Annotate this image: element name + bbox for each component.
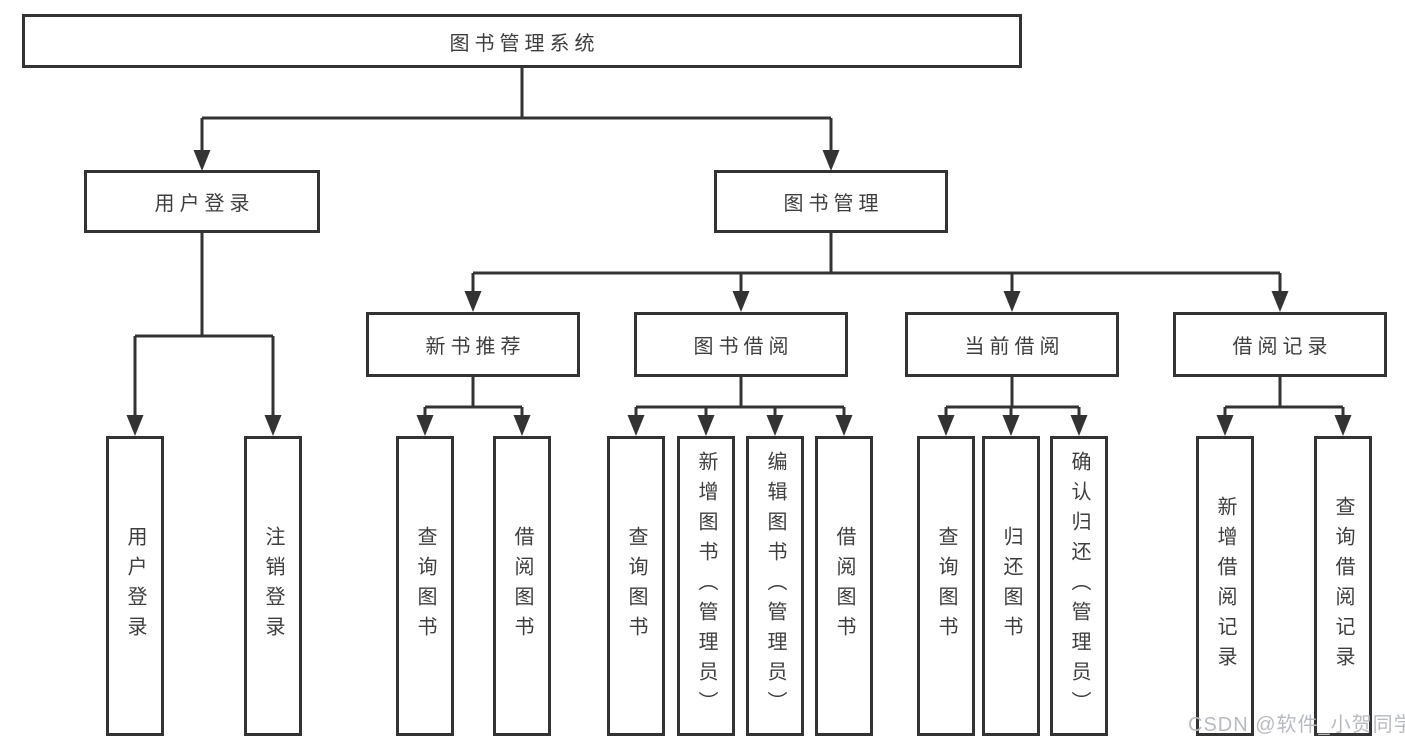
arrowhead <box>1271 291 1289 312</box>
node-label: 确认归还（管理员） <box>1068 451 1090 721</box>
node-label: 图书借阅 <box>693 336 794 358</box>
arrowhead <box>732 291 750 312</box>
arrowhead <box>822 150 840 171</box>
arrowhead <box>264 415 282 436</box>
leaf-confirm-return-admin: 确认归还（管理员） <box>1050 436 1108 736</box>
arrowhead <box>464 291 482 312</box>
arrowhead <box>1003 291 1021 312</box>
leaf-user-login: 用户登录 <box>106 436 164 736</box>
node-label: 图书管理系统 <box>449 32 600 55</box>
connector-root-to-level1 <box>200 68 833 153</box>
node-library-management-system: 图书管理系统 <box>22 14 1022 68</box>
arrowhead <box>1334 415 1352 436</box>
arrowhead <box>416 415 434 436</box>
node-label: 用户登录 <box>124 526 146 646</box>
leaf-query-book-current: 查询图书 <box>917 436 975 736</box>
connector-user-login-children <box>133 233 275 418</box>
node-label: 注销登录 <box>262 526 284 646</box>
arrowhead <box>937 415 955 436</box>
node-label: 查询图书 <box>625 526 647 646</box>
leaf-query-book-borrow: 查询图书 <box>607 436 665 736</box>
node-label: 查询图书 <box>935 526 957 646</box>
arrowhead <box>835 415 853 436</box>
node-label: 借阅图书 <box>511 526 533 646</box>
node-book-management: 图书管理 <box>714 170 948 233</box>
connector-current-borrow-children <box>944 377 1081 418</box>
leaf-query-borrow-record: 查询借阅记录 <box>1314 436 1372 736</box>
node-label: 查询图书 <box>414 526 436 646</box>
node-label: 图书管理 <box>783 193 884 215</box>
node-label: 当前借阅 <box>964 336 1065 358</box>
arrowhead <box>1070 415 1088 436</box>
node-user-login: 用户登录 <box>84 170 320 233</box>
node-label: 编辑图书（管理员） <box>764 451 786 721</box>
leaf-borrow-book: 借阅图书 <box>815 436 873 736</box>
arrowhead <box>1216 415 1234 436</box>
arrowhead <box>1002 415 1020 436</box>
node-label: 归还图书 <box>1000 526 1022 646</box>
node-book-borrow: 图书借阅 <box>634 312 848 377</box>
leaf-add-book-admin: 新增图书（管理员） <box>677 436 735 736</box>
arrowhead <box>697 415 715 436</box>
arrowheads <box>126 150 1352 436</box>
arrowhead <box>766 415 784 436</box>
connector-new-book-children <box>423 377 524 418</box>
node-label: 借阅记录 <box>1232 336 1333 358</box>
node-label: 查询借阅记录 <box>1332 496 1354 676</box>
arrowhead <box>193 150 211 171</box>
node-label: 新书推荐 <box>425 336 526 358</box>
leaf-query-book-recommend: 查询图书 <box>396 436 454 736</box>
leaf-edit-book-admin: 编辑图书（管理员） <box>746 436 804 736</box>
leaf-return-book: 归还图书 <box>982 436 1040 736</box>
arrowhead <box>513 415 531 436</box>
connector-book-management-children <box>471 233 1282 294</box>
node-label: 新增图书（管理员） <box>695 451 717 721</box>
node-label: 新增借阅记录 <box>1214 496 1236 676</box>
node-label: 借阅图书 <box>833 526 855 646</box>
node-borrow-records: 借阅记录 <box>1173 312 1387 377</box>
leaf-add-borrow-record: 新增借阅记录 <box>1196 436 1254 736</box>
connector-borrow-records-children <box>1223 377 1345 418</box>
node-new-book-recommend: 新书推荐 <box>366 312 580 377</box>
connector-book-borrow-children <box>634 377 846 418</box>
leaf-borrow-book-recommend: 借阅图书 <box>493 436 551 736</box>
leaf-logout: 注销登录 <box>244 436 302 736</box>
node-current-borrow: 当前借阅 <box>905 312 1119 377</box>
arrowhead <box>627 415 645 436</box>
arrowhead <box>126 415 144 436</box>
node-label: 用户登录 <box>154 193 255 215</box>
